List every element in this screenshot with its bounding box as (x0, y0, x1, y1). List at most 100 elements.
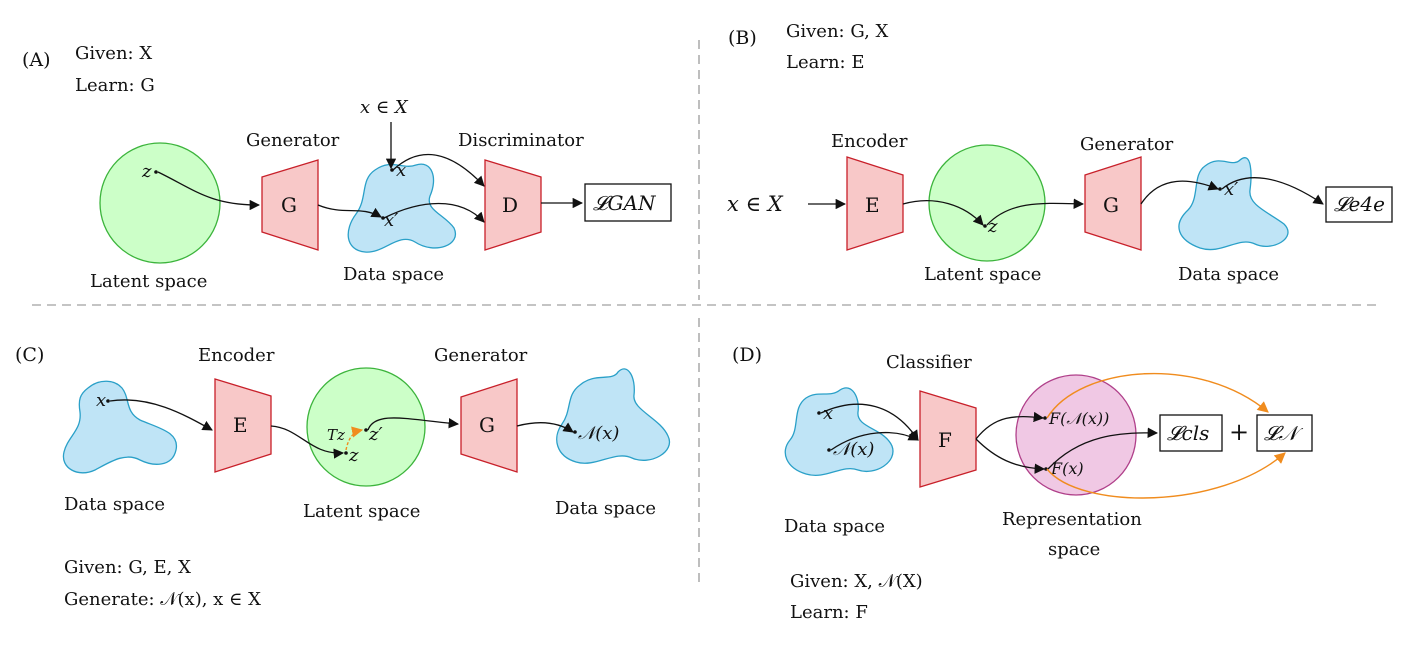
data-space-blob (347, 163, 457, 253)
z-point-label: z (987, 216, 998, 237)
latent-space-circle (306, 367, 426, 487)
cls-loss-label: 𝓛cls (1167, 421, 1209, 445)
xprime-point-label: x′ (384, 210, 398, 231)
latent-space-caption: Latent space (303, 501, 420, 522)
data-space-blob (1178, 157, 1289, 251)
z-point-label: z (348, 445, 359, 466)
encoder-to-z-arrow (902, 200, 984, 226)
data-space-blob (784, 387, 894, 476)
x-point (817, 411, 821, 415)
data-space-caption: Data space (343, 264, 444, 285)
classifier-block (919, 390, 977, 488)
n-loss-box (1256, 414, 1313, 452)
tz-label: Tz (327, 426, 345, 444)
panel-a: (A) Given: X Learn: G z Latent space Gen… (22, 43, 672, 292)
generator-to-xprime-arrow (1140, 180, 1219, 205)
latent-space-caption: Latent space (924, 264, 1041, 285)
fnx-point (1043, 416, 1047, 420)
latent-space-caption: Latent space (90, 271, 207, 292)
fx-to-cls-loss-arrow (1047, 427, 1159, 470)
nx-point (573, 430, 577, 434)
e4e-loss-label: 𝓛e4e (1334, 192, 1385, 216)
data-space-blob-right (556, 368, 671, 464)
zprime-point (364, 428, 368, 432)
encoder-to-z-arrow (270, 425, 345, 459)
xprime-to-loss-arrow (1221, 177, 1324, 205)
generator-to-nx-arrow (516, 421, 574, 433)
fx-to-n-loss-arrow (1046, 452, 1286, 499)
xprime-point-label: x′ (1224, 179, 1238, 200)
panel-a-label: (A) (22, 49, 51, 71)
x-point-label: x (96, 390, 106, 411)
z-point-label: z (141, 161, 152, 182)
discriminator-letter: D (502, 193, 518, 217)
z-to-generator-arrow (157, 171, 261, 211)
generator-letter: G (1103, 193, 1119, 217)
generator-title: Generator (434, 345, 528, 366)
z-point (154, 170, 158, 174)
nx-point-label: 𝒩(x) (578, 423, 619, 444)
panel-a-given: Given: X (75, 43, 152, 64)
nx-point-label: 𝒩(x) (833, 439, 874, 460)
z-point (983, 224, 987, 228)
representation-caption-line1: Representation (1002, 509, 1142, 530)
z-to-generator-arrow (986, 198, 1085, 226)
panel-c-label: (C) (15, 344, 44, 366)
classifier-to-fnx-arrow (975, 411, 1045, 440)
representation-space-circle (1015, 374, 1137, 496)
classifier-letter: F (938, 428, 952, 452)
encoder-block (214, 378, 272, 473)
panel-d-given: Given: X, 𝒩(X) (790, 571, 923, 592)
generator-block (1084, 156, 1142, 251)
classifier-title: Classifier (886, 352, 972, 373)
discriminator-title: Discriminator (458, 130, 584, 151)
nx-point (827, 448, 831, 452)
representation-caption-line2: space (1048, 539, 1100, 560)
data-space-caption: Data space (784, 516, 885, 537)
generator-to-xprime-arrow (317, 204, 382, 218)
fnx-to-n-loss-arrow (1046, 372, 1269, 419)
xprime-point (381, 216, 385, 220)
classifier-to-fx-arrow (975, 438, 1046, 474)
encoder-letter: E (865, 193, 880, 217)
data-space-caption: Data space (1178, 264, 1279, 285)
panel-c-generate: Generate: 𝒩(x), x ∈ X (64, 589, 261, 610)
xprime-to-discriminator-arrow (383, 202, 485, 223)
generator-title: Generator (1080, 134, 1174, 155)
discriminator-block (484, 159, 542, 251)
panel-a-learn: Learn: G (75, 75, 155, 96)
x-to-encoder-arrow (109, 399, 213, 431)
nx-to-classifier-arrow (830, 431, 919, 451)
zprime-to-generator-arrow (367, 417, 460, 431)
encoder-title: Encoder (831, 131, 908, 152)
e4e-loss-box (1325, 186, 1393, 223)
encoder-title: Encoder (198, 345, 275, 366)
panel-c-given: Given: G, E, X (64, 557, 191, 578)
data-space-caption-right: Data space (555, 498, 656, 519)
panel-d-learn: Learn: F (790, 602, 868, 623)
xprime-point (1218, 187, 1222, 191)
z-point (344, 451, 348, 455)
x-point (106, 399, 110, 403)
data-space-caption-left: Data space (64, 494, 165, 515)
generator-block (460, 378, 518, 473)
x-to-classifier-arrow (820, 403, 919, 441)
latent-space-circle (928, 144, 1046, 262)
fnx-point-label: F(𝒩(x)) (1048, 409, 1109, 428)
input-label: x ∈ X (727, 192, 784, 216)
generator-letter: G (479, 413, 495, 437)
gan-loss-label: 𝓛GAN (593, 191, 657, 215)
data-space-blob-left (62, 380, 177, 474)
latent-space-circle (99, 142, 221, 264)
zprime-point-label: z′ (368, 424, 383, 445)
panel-d-label: (D) (732, 344, 762, 366)
generator-letter: G (281, 193, 297, 217)
plus-sign: + (1229, 418, 1249, 446)
generator-title: Generator (246, 130, 340, 151)
n-loss-label: 𝓛𝒩 (1264, 421, 1304, 445)
x-to-discriminator-arrow (392, 153, 485, 187)
panel-b-label: (B) (728, 27, 757, 49)
cls-loss-box (1159, 414, 1223, 452)
panel-b-given: Given: G, X (786, 21, 889, 42)
